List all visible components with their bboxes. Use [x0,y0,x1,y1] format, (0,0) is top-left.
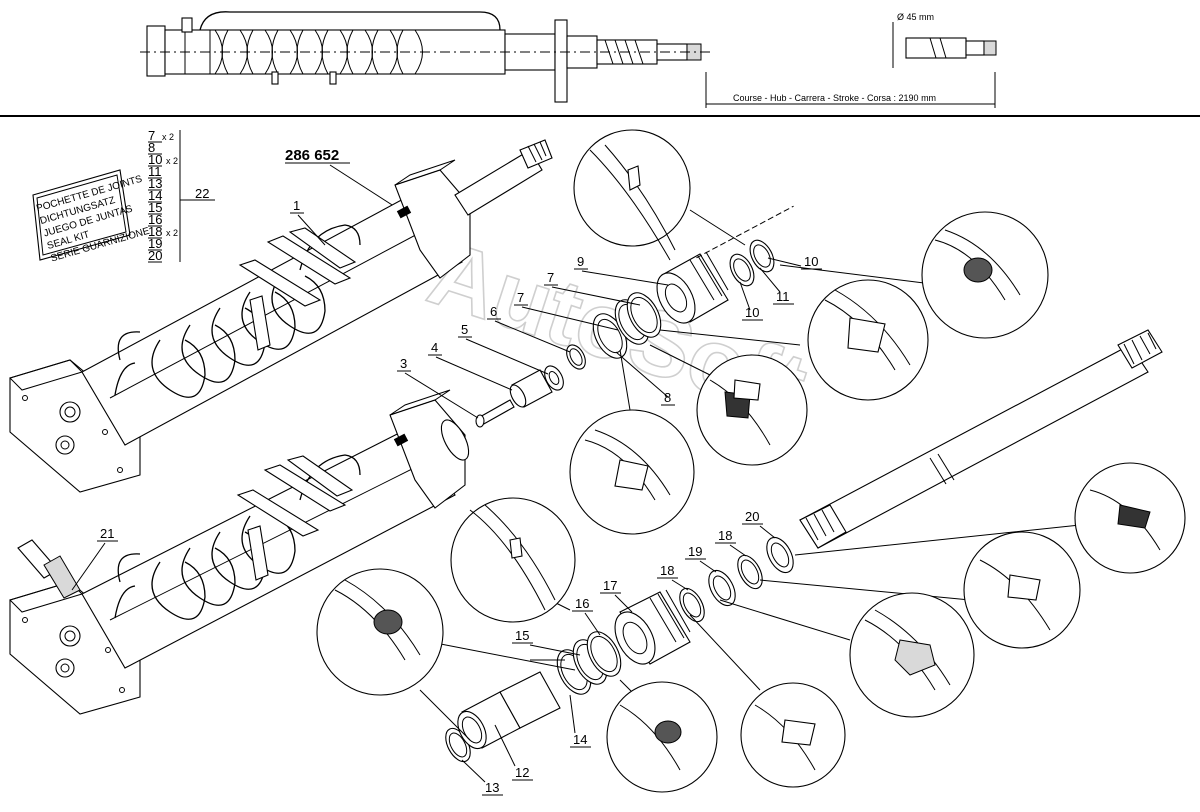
part-label-18a: 18 [660,563,674,578]
part-label-10a: 10 [804,254,818,269]
part-label-8: 8 [664,390,671,405]
diameter-label: Ø 45 mm [897,12,934,22]
lower-parts-chain [445,536,794,763]
part-label-20: 20 [745,509,759,524]
part-label-7b: 7 [547,270,554,285]
diameter-detail: Ø 45 mm [892,12,997,68]
seal-kit-list: 7 x 2 8 10 x 2 11 13 14 15 16 18 x 2 19 … [148,128,215,263]
part-label-11: 11 [776,289,790,304]
stroke-label: Course - Hub - Carrera - Stroke - Corsa … [733,93,936,103]
part-label-12: 12 [515,765,529,780]
kit-item-qty: x 2 [166,228,178,238]
kit-item: 20 [148,248,162,263]
kit-item: 19 [148,236,162,251]
part-label-9: 9 [577,254,584,269]
upper-parts-chain [475,205,794,428]
detail-callouts [316,129,1186,793]
part-label-14: 14 [573,732,587,747]
kit-item: 7 [148,128,155,143]
part-labels: 1 3 4 5 6 7 7 8 9 10 10 11 [71,198,822,796]
part-label-16: 16 [575,596,589,611]
part-label-19: 19 [688,544,702,559]
part-label-3: 3 [400,356,407,371]
kit-reference: 286 652 [285,147,339,164]
kit-item: 8 [148,140,155,155]
kit-item: 18 [148,224,162,239]
cylinder-overview [140,11,710,103]
kit-item: 14 [148,188,162,203]
kit-item: 15 [148,200,162,215]
kit-item-qty: x 2 [162,132,174,142]
kit-item: 16 [148,212,162,227]
piston-rod [799,329,1163,549]
part-label-1: 1 [293,198,300,213]
seal-kit-card: POCHETTE DE JOINTS DICHTUNGSATZ JUEGO DE… [32,169,151,264]
kit-item: 13 [148,176,162,191]
part-label-7a: 7 [517,290,524,305]
part-label-10b: 10 [745,305,759,320]
part-label-5: 5 [461,322,468,337]
part-label-4: 4 [431,340,438,355]
kit-item: 10 [148,152,162,167]
upper-cylinder-assembly [9,139,553,493]
part-label-15: 15 [515,628,529,643]
part-label-21: 21 [100,526,114,541]
kit-group-number: 22 [195,186,209,201]
lower-cylinder-assembly [9,389,470,715]
part-label-18b: 18 [718,528,732,543]
kit-item-qty: x 2 [166,156,178,166]
part-label-17: 17 [603,578,617,593]
kit-item: 11 [148,164,162,179]
stroke-dimension: Course - Hub - Carrera - Stroke - Corsa … [705,72,996,108]
part-label-13: 13 [485,780,499,795]
part-label-6: 6 [490,304,497,319]
